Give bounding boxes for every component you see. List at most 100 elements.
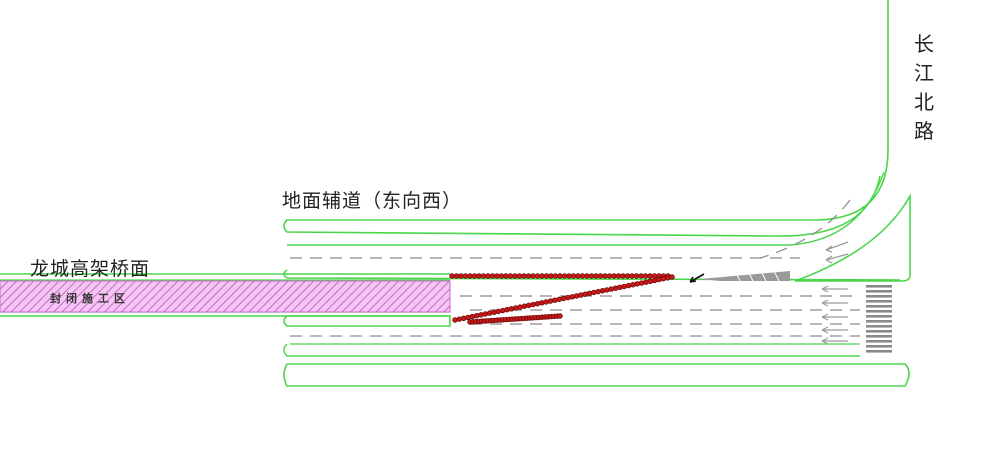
traffic-cone-icon [487, 310, 493, 316]
traffic-cone-icon [602, 273, 608, 279]
side-road-label: 地面辅道（东向西） [282, 190, 463, 212]
traffic-cone-icon [557, 273, 563, 279]
traffic-cone-icon [525, 273, 532, 279]
vertical-road-label: 长江北路 [914, 32, 934, 143]
traffic-cone-icon [624, 273, 631, 279]
traffic-cone-icon [588, 273, 595, 279]
side-road-lower-edge [283, 343, 860, 357]
median-strip [283, 315, 451, 327]
traffic-cone-icon [521, 273, 527, 279]
traffic-cone-icon [471, 273, 478, 279]
traffic-cone-icon [547, 298, 554, 304]
traffic-cone-icon [508, 306, 515, 312]
closed-zone-label: 封闭施工区 [50, 292, 130, 305]
traffic-cone-icon [478, 312, 484, 318]
left-arrow-icon [821, 241, 849, 345]
traffic-cone-icon [513, 305, 519, 311]
traffic-cone-icon [579, 273, 586, 279]
traffic-cone-icon [604, 287, 610, 293]
traffic-cone-icon [611, 273, 617, 279]
traffic-cone-icon [495, 308, 502, 315]
traffic-cone-icon [612, 285, 619, 291]
traffic-cone-icon [557, 313, 563, 319]
crosswalk-icon [866, 285, 892, 353]
traffic-cone-icon [491, 309, 497, 315]
traffic-cone-icon [489, 273, 496, 279]
traffic-cone-icon [504, 306, 510, 313]
right-triangle-island [794, 192, 911, 282]
traffic-cone-line [449, 273, 675, 325]
traffic-cone-icon [570, 273, 577, 279]
traffic-cone-icon [516, 273, 523, 279]
traffic-cone-icon [651, 277, 658, 284]
traffic-cone-icon [449, 273, 455, 279]
traffic-cone-icon [606, 273, 613, 279]
traffic-cone-icon [615, 273, 622, 279]
traffic-cone-icon [503, 273, 509, 279]
traffic-cone-icon [539, 300, 545, 306]
traffic-cone-icon [476, 273, 482, 279]
traffic-cone-icon [638, 280, 645, 286]
traffic-cone-icon [507, 273, 514, 279]
traffic-cone-icon [593, 273, 599, 279]
traffic-cone-icon [582, 291, 588, 297]
traffic-cone-icon [512, 273, 518, 279]
traffic-cone-icon [494, 273, 500, 279]
traffic-cone-icon [669, 274, 675, 280]
traffic-cone-icon [560, 295, 567, 302]
traffic-cone-icon [578, 292, 584, 298]
traffic-cone-icon [608, 286, 614, 292]
traffic-cone-icon [498, 273, 505, 279]
traffic-cone-icon [543, 299, 549, 305]
traffic-cone-icon [453, 273, 460, 279]
traffic-cone-icon [660, 276, 667, 282]
traffic-cone-icon [565, 294, 571, 301]
traffic-cone-icon [629, 273, 635, 279]
traffic-cone-icon [517, 304, 523, 310]
traffic-cone-icon [599, 288, 606, 294]
traffic-cone-icon [656, 276, 662, 283]
closed-construction-zone [0, 280, 451, 313]
traffic-cone-icon [621, 283, 627, 290]
traffic-cone-icon [456, 316, 463, 322]
traffic-cone-icon [620, 273, 626, 279]
traffic-cone-icon [452, 317, 458, 323]
traffic-cone-icon [526, 302, 532, 309]
chevron-marking-icon [700, 271, 790, 281]
traffic-cone-icon [548, 273, 554, 279]
traffic-cone-icon [552, 273, 559, 279]
traffic-cone-icon [586, 290, 593, 297]
traffic-cone-icon [465, 314, 471, 321]
traffic-cone-icon [543, 273, 550, 279]
lane-dash-lines [290, 199, 860, 337]
traffic-cone-icon [530, 273, 536, 279]
traffic-cone-icon [462, 273, 469, 279]
traffic-cone-icon [634, 281, 640, 287]
traffic-cone-icon [569, 294, 575, 300]
traffic-cone-icon [460, 315, 467, 321]
traffic-cone-icon [664, 275, 671, 281]
traffic-cone-icon [474, 313, 480, 319]
traffic-cone-icon [467, 273, 473, 279]
traffic-cone-icon [595, 288, 601, 295]
traffic-cone-icon [638, 273, 644, 279]
traffic-cone-icon [566, 273, 572, 279]
traffic-cone-icon [643, 279, 649, 285]
traffic-cone-icon [633, 273, 640, 279]
traffic-cone-icon [647, 273, 653, 279]
traffic-cone-icon [480, 273, 487, 279]
traffic-cone-icon [485, 273, 491, 279]
traffic-cone-icon [647, 278, 653, 284]
traffic-cone-icon [630, 282, 636, 288]
merge-arrow-icon [689, 273, 705, 283]
traffic-cone-icon [597, 273, 604, 279]
bridge-deck-label: 龙城高架桥面 [30, 258, 151, 280]
traffic-cone-icon [482, 311, 489, 317]
bottom-road-edge [283, 363, 910, 387]
traffic-cone-icon [552, 297, 558, 303]
traffic-cone-icon [530, 301, 536, 308]
traffic-cone-icon [625, 282, 632, 289]
traffic-cone-icon [556, 296, 562, 303]
traffic-cone-icon [575, 273, 581, 279]
